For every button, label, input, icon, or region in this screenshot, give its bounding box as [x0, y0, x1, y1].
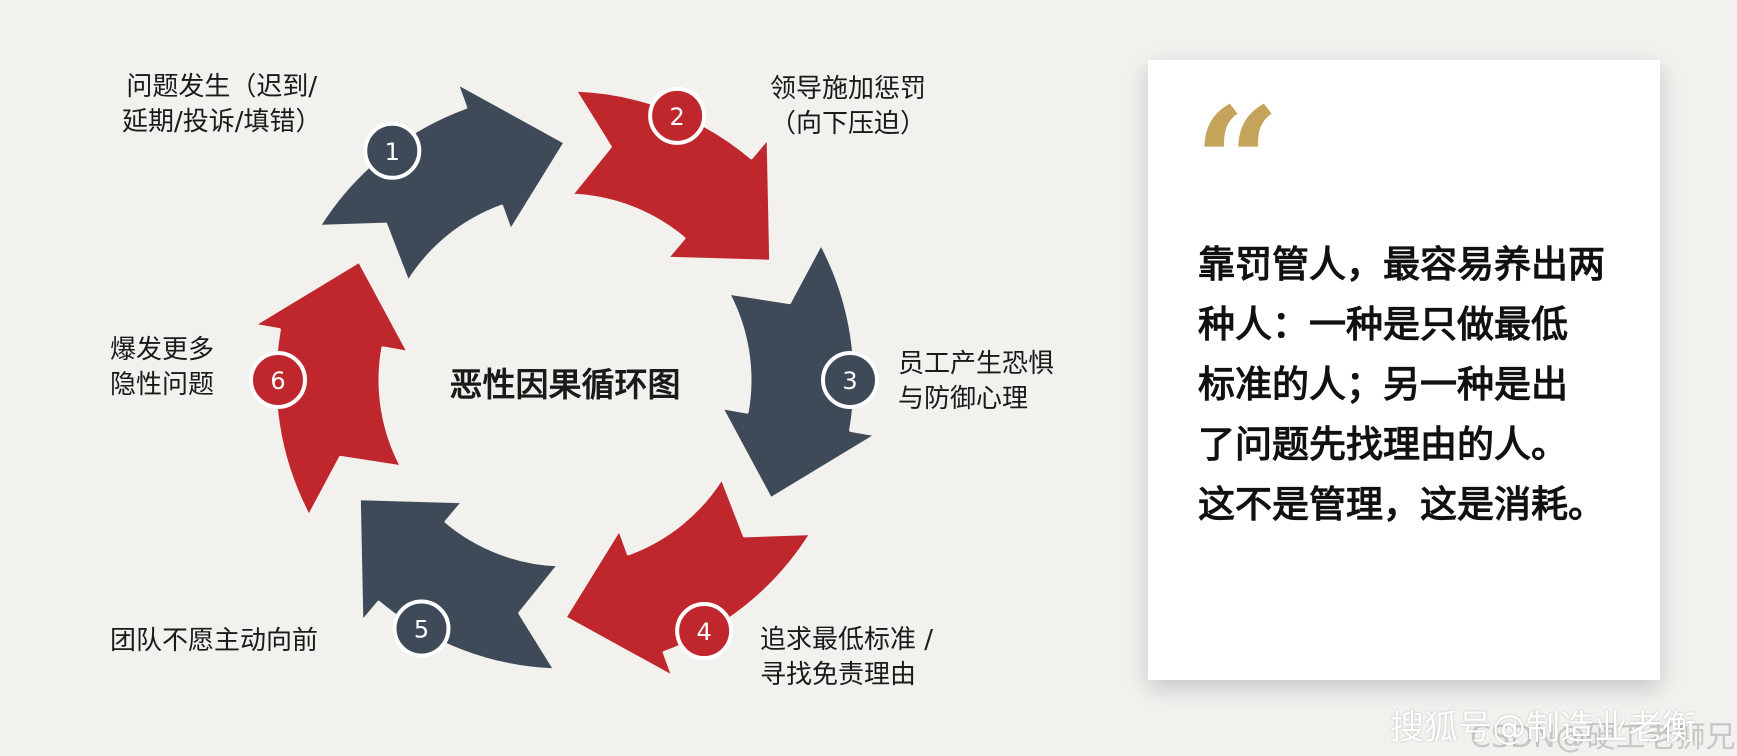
- step-5-arrow: [357, 497, 561, 672]
- step-5-badge-circle: [392, 599, 451, 658]
- step-4-number: 4: [696, 618, 711, 646]
- quote-mark-icon: “: [1194, 75, 1281, 251]
- step-1-badge: 1: [363, 121, 422, 180]
- step-3-badge-circle: [821, 351, 879, 409]
- step-6-badge-circle: [249, 351, 307, 409]
- step-4-arrow: [563, 476, 813, 679]
- diagram-title: 恶性因果循环图: [449, 365, 681, 404]
- step-6-arrow: [252, 259, 410, 518]
- step-6-label: 爆发更多 隐性问题: [110, 335, 215, 400]
- step-6-number: 6: [270, 367, 285, 395]
- step-5-label: 团队不愿主动向前: [110, 626, 319, 656]
- step-badges: 1 2 3 4 5 6: [249, 86, 879, 661]
- cycle-arrows: [252, 81, 878, 679]
- step-2-label: 领导施加惩罚 （向下压迫）: [770, 74, 927, 139]
- step-3-label: 员工产生恐惧 与防御心理: [898, 349, 1055, 414]
- step-2-number: 2: [669, 103, 684, 131]
- quote-card: “ 靠罚管人，最容易养出两 种人：一种是只做最低 标准的人；另一种是出 了问题先…: [1148, 60, 1660, 680]
- step-5-number: 5: [414, 616, 429, 644]
- step-2-badge: 2: [648, 86, 707, 145]
- step-3-badge: 3: [821, 351, 879, 409]
- quote-text: 靠罚管人，最容易养出两 种人：一种是只做最低 标准的人；另一种是出 了问题先找理…: [1198, 243, 1605, 526]
- step-2-badge-circle: [648, 86, 707, 145]
- step-1-arrow: [317, 81, 567, 284]
- step-1-label: 问题发生（迟到/ 延期/投诉/填错）: [122, 72, 322, 137]
- step-1-number: 1: [385, 138, 400, 166]
- step-4-label: 追求最低标准 / 寻找免责理由: [760, 625, 934, 690]
- step-3-arrow: [720, 242, 878, 501]
- step-3-number: 3: [842, 367, 857, 395]
- step-4-badge: 4: [675, 602, 734, 661]
- watermark: 搜狐号@制造业老衡: [1390, 708, 1696, 748]
- step-6-badge: 6: [249, 351, 307, 409]
- step-2-arrow: [569, 88, 773, 263]
- cycle-diagram: 1 2 3 4 5 6: [249, 81, 879, 679]
- faint-watermark: CSDN@硬工老狮兄: [1470, 720, 1736, 755]
- step-5-badge: 5: [392, 599, 451, 658]
- step-1-badge-circle: [363, 121, 422, 180]
- step-4-badge-circle: [675, 602, 734, 661]
